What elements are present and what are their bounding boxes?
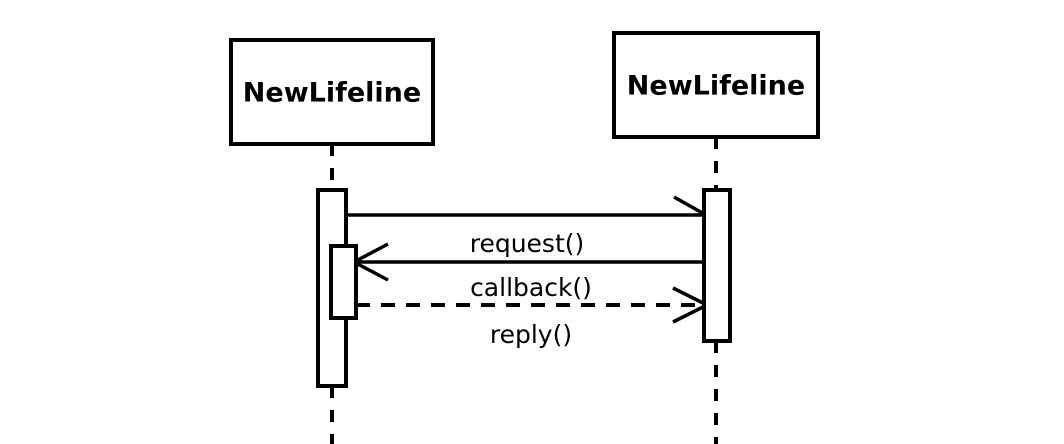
activation-bar-right[interactable] [702,188,732,343]
message-request-label: request() [470,229,585,258]
message-reply-label: reply() [490,320,572,349]
activation-bar-left-nested[interactable] [329,244,358,320]
lifeline-left[interactable]: NewLifeline [229,38,435,146]
lifeline-left-box[interactable] [229,38,435,146]
message-callback-label: callback() [470,273,592,302]
lifeline-left-label: NewLifeline [243,78,421,109]
lifeline-tails [330,137,718,444]
lifeline-right-box[interactable] [612,31,820,139]
lifeline-right[interactable]: NewLifeline [612,31,820,139]
message-request-arrowhead-icon [673,195,707,217]
lifeline-right-label: NewLifeline [627,71,805,102]
message-request[interactable] [346,195,707,217]
